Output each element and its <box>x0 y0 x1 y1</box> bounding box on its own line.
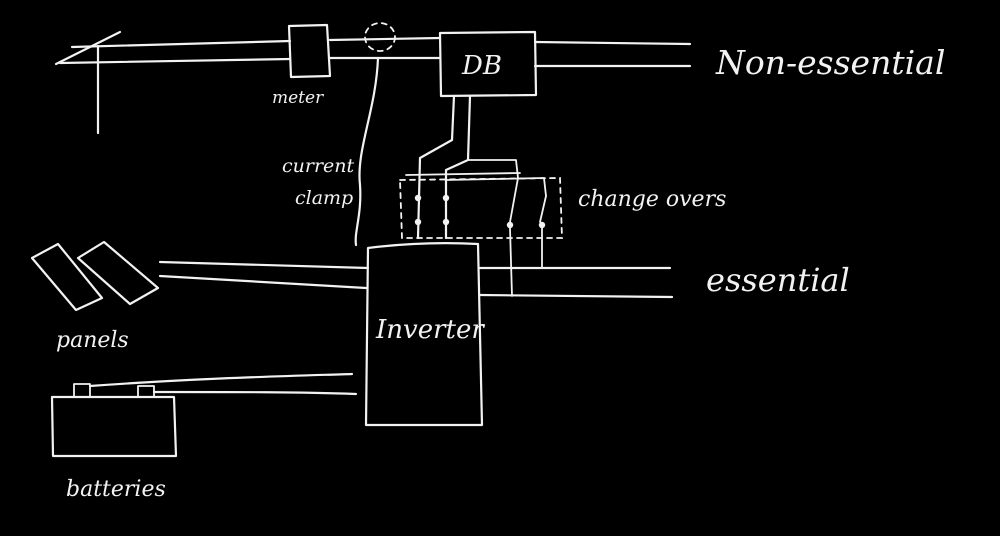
distribution-board-box <box>438 30 538 98</box>
current-clamp-wire <box>354 56 380 247</box>
non-essential-label: Non-essential <box>715 43 945 82</box>
battery-to-inverter-wires <box>88 372 358 396</box>
db-to-changeover-wires <box>416 94 472 240</box>
battery-bank <box>50 383 178 458</box>
inverter-label: Inverter <box>375 315 485 345</box>
distribution-board-label: DB <box>461 51 502 81</box>
inverter-box <box>364 242 484 427</box>
grid-supply-pole <box>54 30 122 135</box>
changeover-switches <box>414 177 547 297</box>
batteries-label: batteries <box>66 477 166 502</box>
essential-lines <box>478 266 674 299</box>
essential-label: essential <box>706 261 850 299</box>
current-clamp-label-line1: current <box>282 155 355 177</box>
changeover-enclosure <box>399 177 563 239</box>
current-clamp-label-line2: clamp <box>295 187 353 209</box>
meter-label: meter <box>272 88 324 108</box>
mains-line-upper <box>70 36 692 49</box>
solar-panels <box>30 240 160 312</box>
meter-box <box>287 23 332 79</box>
panel-to-inverter-wires <box>158 260 370 290</box>
change-overs-label: change overs <box>578 187 726 212</box>
mains-line-lower <box>58 56 692 68</box>
current-clamp-ring <box>364 22 396 52</box>
panels-label: panels <box>56 328 129 353</box>
